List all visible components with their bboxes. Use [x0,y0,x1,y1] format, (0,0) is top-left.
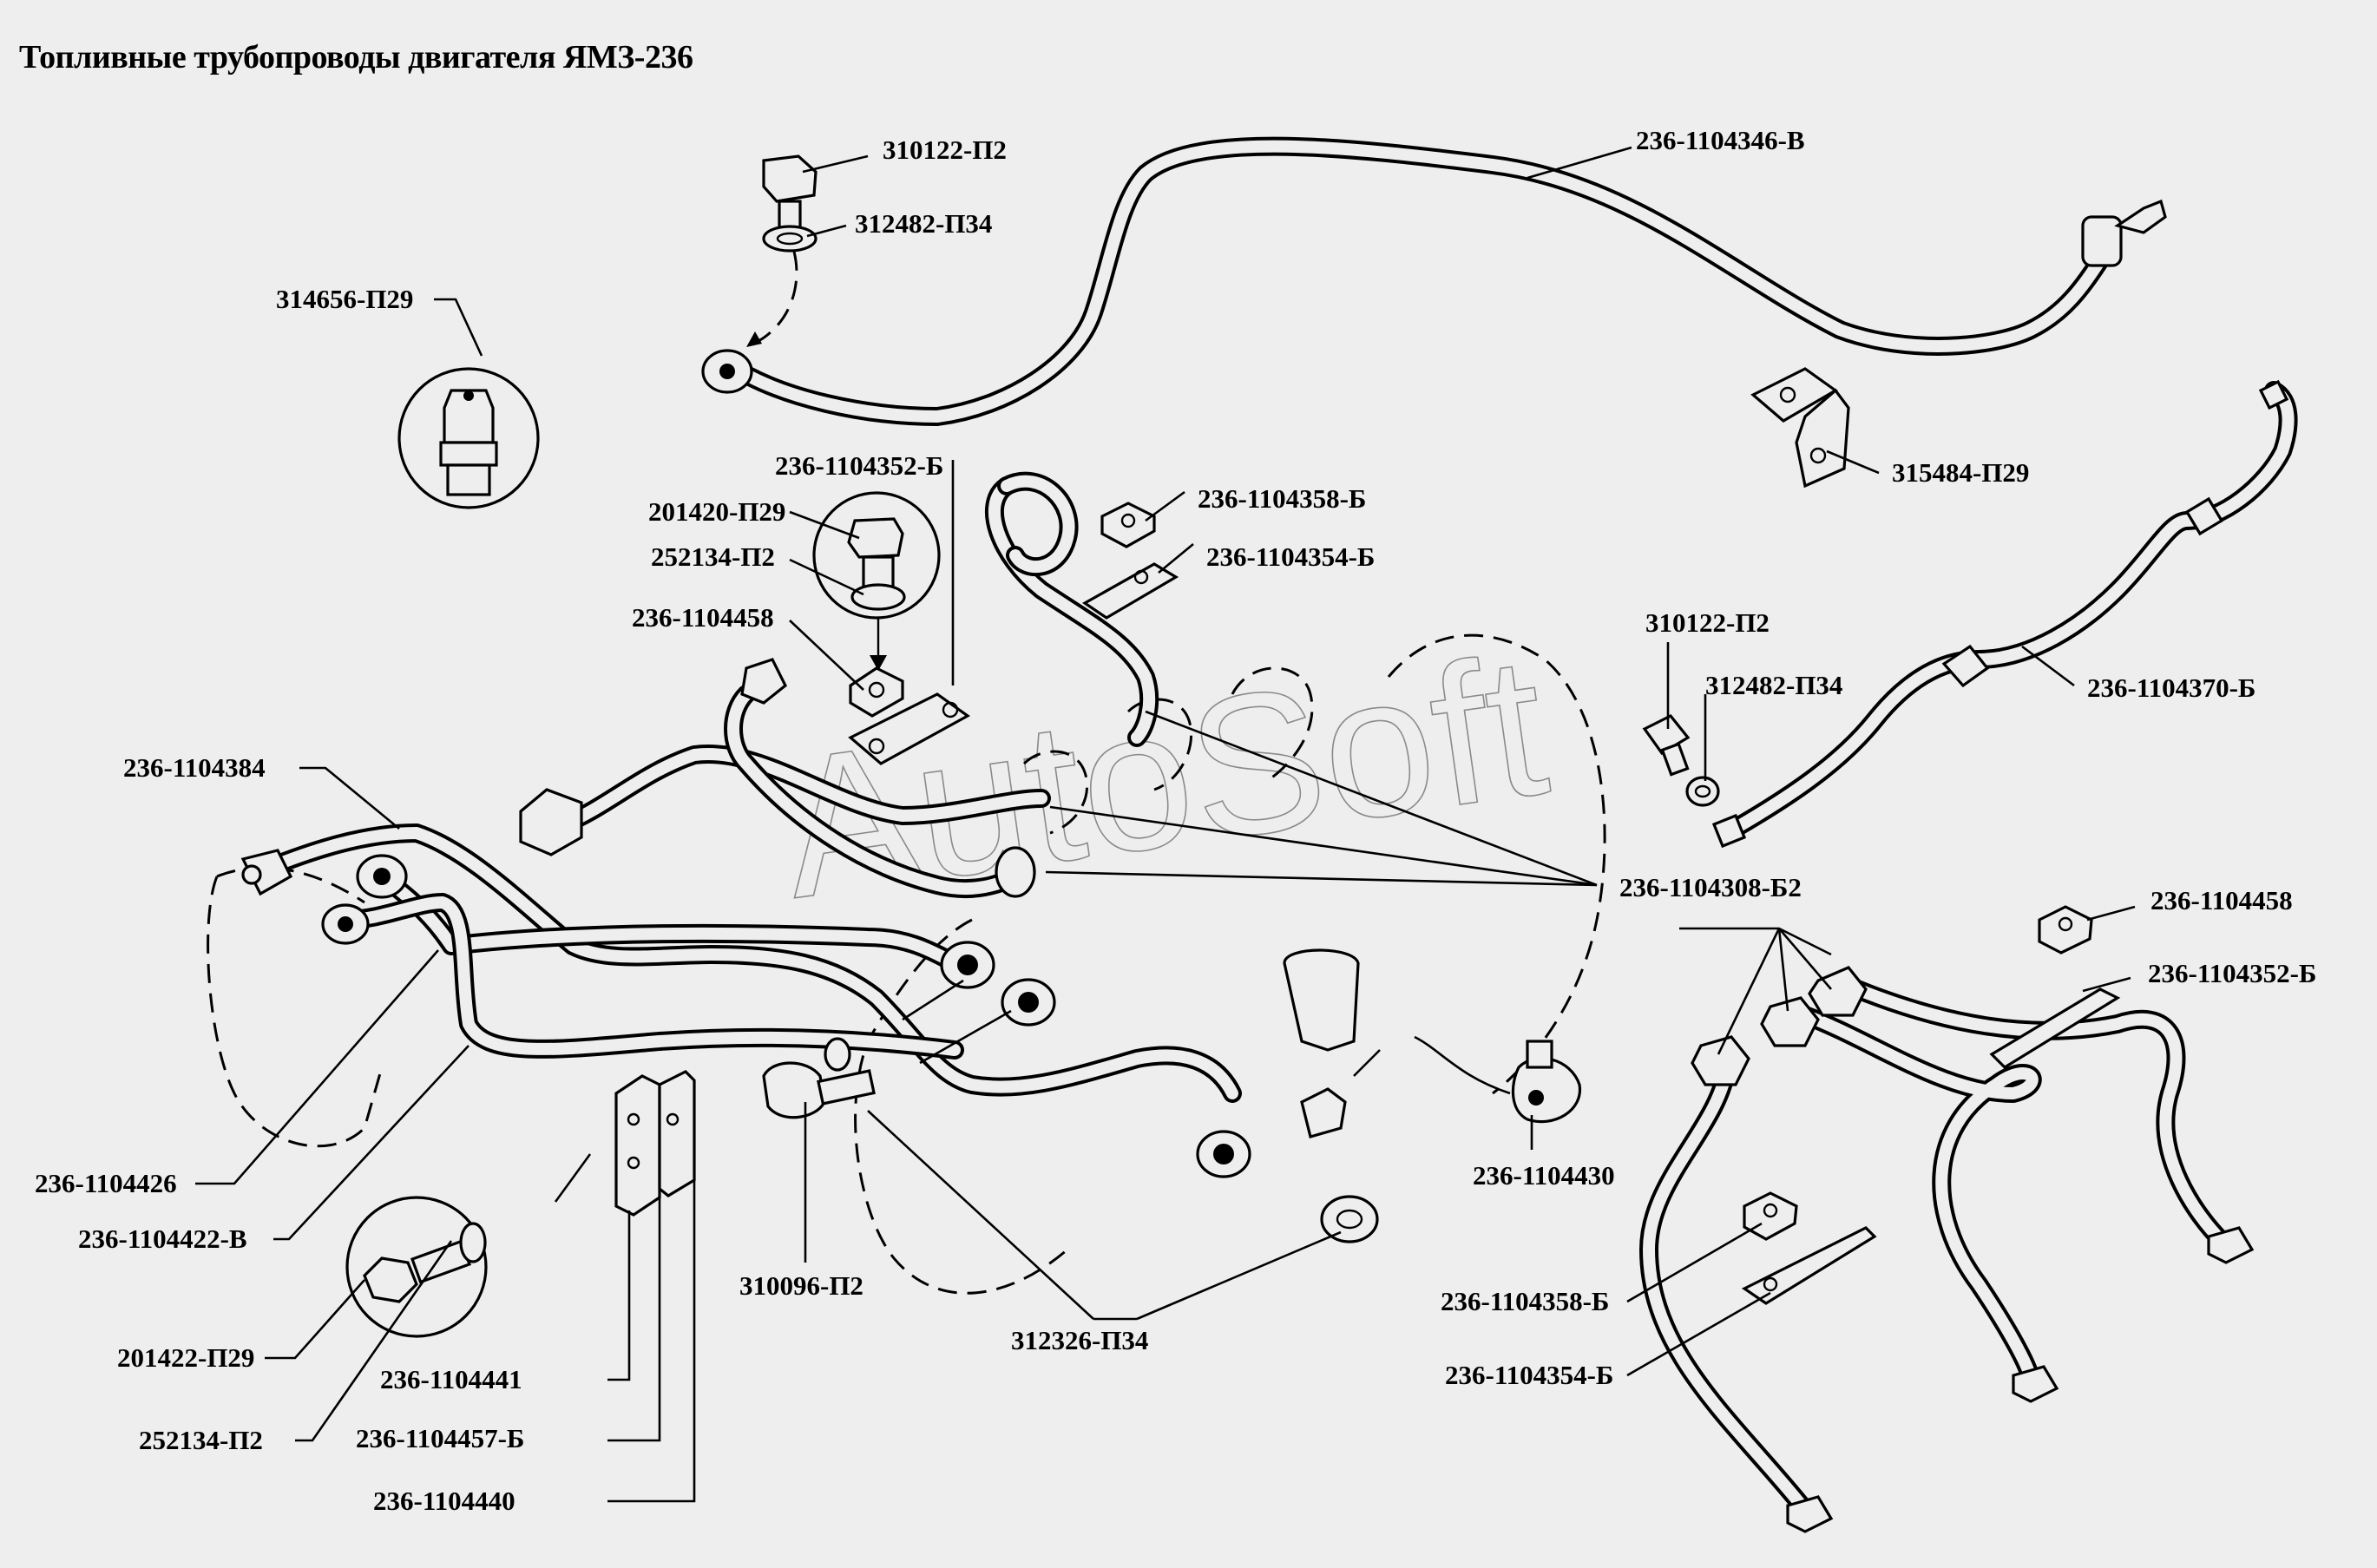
label-236-1104352-b-top: 236-1104352-Б [775,450,943,481]
diagram-title: Топливные трубопроводы двигателя ЯМЗ-236 [19,39,693,75]
clamp-236-1104352-b-top[interactable] [848,692,970,765]
label-236-1104358-b-bottom: 236-1104358-Б [1441,1286,1609,1316]
part-labels: 236-1104346-В 310122-П2 312482-П34 31465… [35,125,2316,1516]
label-310122-p2-top: 310122-П2 [883,134,1007,165]
pipe-236-1104384[interactable] [240,823,1242,1103]
fitting-236-1104430[interactable] [1511,1040,1582,1124]
label-236-1104426: 236-1104426 [35,1168,177,1198]
pipe-central-middle[interactable] [724,658,1036,899]
clamp-236-1104358-b-bottom[interactable] [1743,1191,1798,1241]
pipe-236-1104422-v[interactable] [321,893,1056,1060]
label-236-1104384: 236-1104384 [123,752,266,783]
pipe-central-upper[interactable] [519,745,1051,856]
bolt-310122-p2-right[interactable] [1642,713,1720,807]
bolt-201422-p29-detail[interactable] [345,1196,488,1338]
bolt-201420-p29-detail[interactable] [812,491,941,671]
label-310122-p2-right: 310122-П2 [1645,607,1770,638]
label-236-1104458-right: 236-1104458 [2150,885,2293,915]
banjo-hole [719,364,735,379]
washer-312326-p34 [1320,1195,1379,1243]
clamp-236-1104458-right[interactable] [2038,905,2093,955]
banjo-fitting-right [2081,215,2123,267]
label-236-1104352-b-right: 236-1104352-Б [2148,958,2316,988]
label-236-1104458-top: 236-1104458 [632,602,774,633]
label-236-1104457-b: 236-1104457-Б [356,1423,524,1453]
label-252134-p2-bottom: 252134-П2 [139,1425,263,1455]
leader-lines [195,146,2136,1503]
label-312326-p34: 312326-П34 [1011,1325,1148,1355]
filter-housing [1283,948,1360,1052]
label-236-1104441: 236-1104441 [380,1364,522,1394]
watermark: AutoSoft [769,613,1558,940]
label-236-1104308-b2: 236-1104308-Б2 [1619,872,1802,902]
label-236-1104430: 236-1104430 [1473,1160,1615,1191]
bolt-310096-p2[interactable] [762,1037,876,1119]
label-201422-p29: 201422-П29 [117,1342,254,1373]
label-236-1104370-b: 236-1104370-Б [2087,672,2256,703]
clamp-236-1104352-b-right[interactable] [1989,987,2121,1070]
label-236-1104422-v: 236-1104422-В [78,1224,247,1254]
banjo-fitting-central[interactable] [1196,948,1379,1243]
label-236-1104354-b-top: 236-1104354-Б [1206,541,1375,572]
clamp-236-1104358-b-top[interactable] [1100,502,1156,548]
union-nut [2114,199,2167,234]
label-236-1104354-b-bottom: 236-1104354-Б [1445,1360,1613,1390]
label-236-1104440: 236-1104440 [373,1486,515,1516]
bracket-236-1104441[interactable] [614,1070,696,1217]
pipe-central-loop[interactable] [984,471,1159,747]
label-315484-p29: 315484-П29 [1892,457,2029,488]
label-312482-p34-right: 312482-П34 [1705,670,1842,700]
label-312482-p34-top: 312482-П34 [855,208,992,239]
label-314656-p29: 314656-П29 [276,284,413,314]
label-252134-p2-top: 252134-П2 [651,541,775,572]
label-201420-p29: 201420-П29 [648,496,785,527]
clamp-236-1104354-b-top[interactable] [1081,562,1179,620]
pipe-236-1104346-v[interactable] [701,136,2167,426]
pipe-236-1104370-b[interactable] [1711,379,2298,849]
label-310096-p2: 310096-П2 [739,1270,863,1301]
pipe-236-1104426[interactable] [356,854,995,989]
clamp-236-1104458-top[interactable] [849,666,904,718]
pipe-right-group[interactable] [1639,966,2255,1533]
bracket-315484-p29[interactable] [1750,367,1850,489]
bolt-310122-p2-top[interactable] [745,154,818,349]
fitting-314656-p29-detail[interactable] [397,367,540,509]
label-236-1104346-v: 236-1104346-В [1636,125,1805,155]
label-236-1104358-b-top: 236-1104358-Б [1198,483,1366,514]
